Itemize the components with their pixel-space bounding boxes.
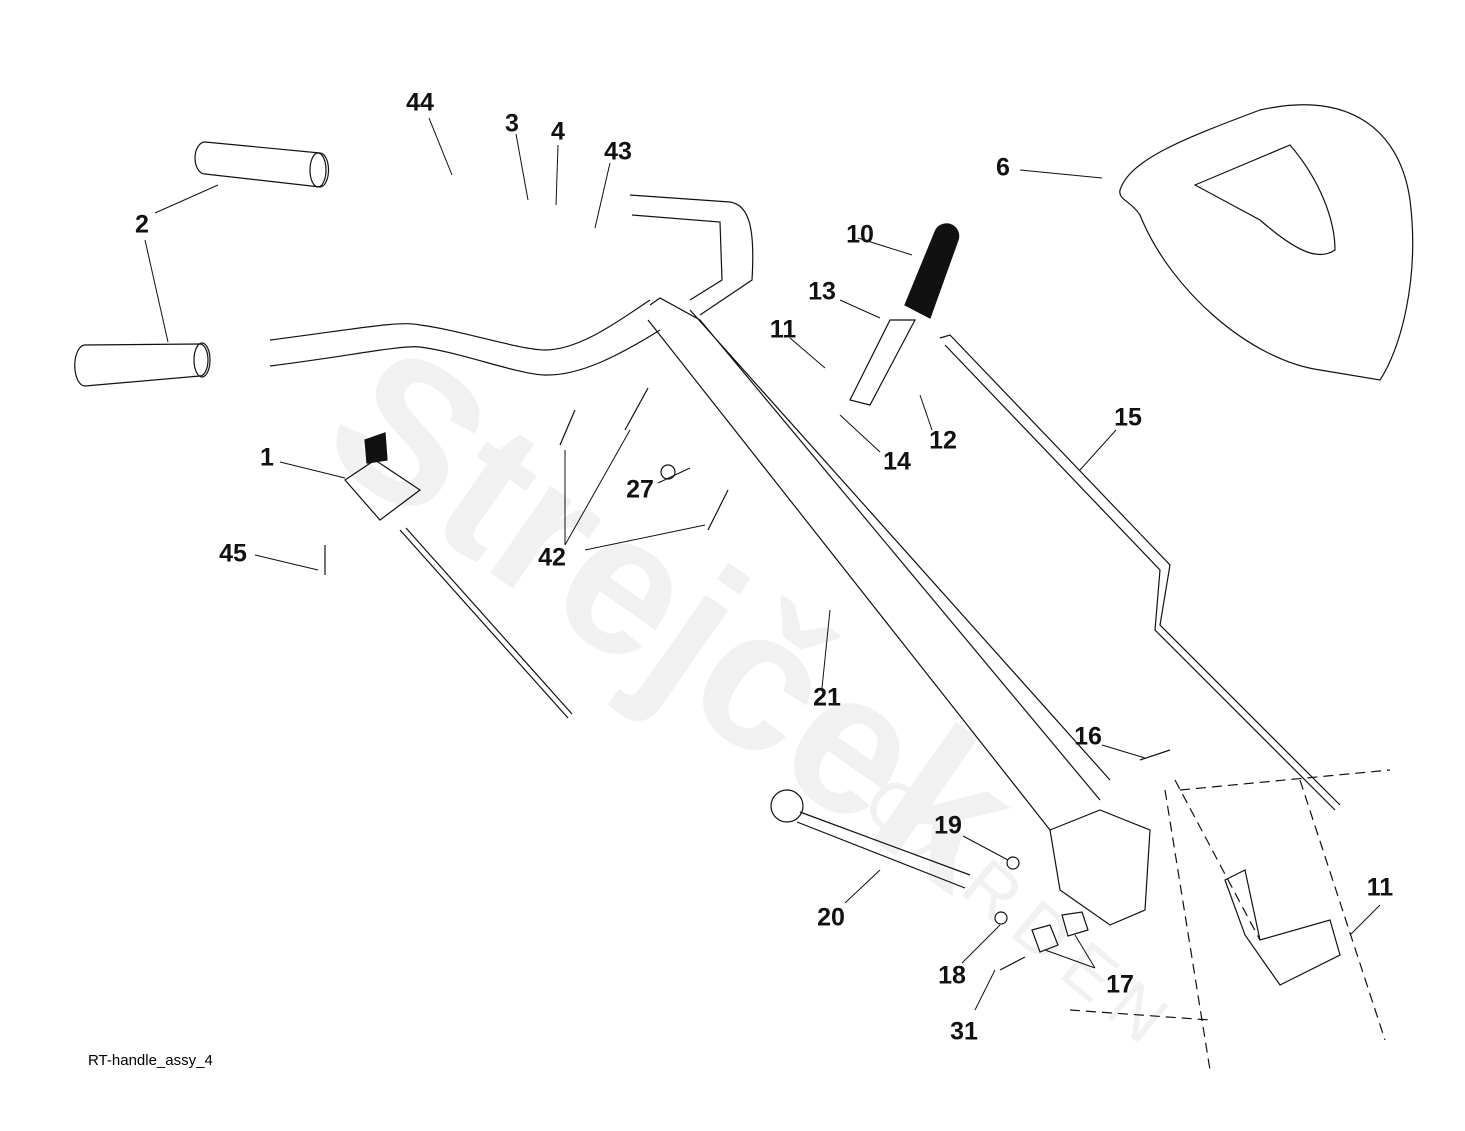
bracket <box>1224 869 1341 986</box>
callout-10: 10 <box>846 220 874 249</box>
lever-arm <box>849 319 916 406</box>
shift-lever <box>796 811 971 889</box>
key-17 <box>1031 911 1089 953</box>
callout-45: 45 <box>219 539 247 568</box>
callout-16: 16 <box>1074 722 1102 751</box>
callout-12: 12 <box>929 426 957 455</box>
bolt-31 <box>999 956 1026 971</box>
throttle-control <box>344 432 573 719</box>
callout-14: 14 <box>883 447 911 476</box>
diagram-caption: RT-handle_assy_4 <box>88 1052 213 1069</box>
leader-lines <box>144 117 1381 1011</box>
nut-27 <box>660 464 676 480</box>
callout-3: 3 <box>505 109 519 138</box>
callout-31: 31 <box>950 1017 978 1046</box>
nut-18 <box>994 911 1008 925</box>
callout-44: 44 <box>406 88 434 117</box>
callout-13: 13 <box>808 277 836 306</box>
callout-21: 21 <box>813 683 841 712</box>
washer-19 <box>1006 856 1020 870</box>
lever-knob <box>904 223 960 319</box>
pivot-plate <box>1049 809 1151 926</box>
frame-outline <box>1069 769 1391 1071</box>
shift-knob <box>770 789 804 823</box>
handlebar <box>269 299 661 376</box>
callout-20: 20 <box>817 903 845 932</box>
bolt-16 <box>1139 749 1171 761</box>
handlebar-right <box>629 194 754 316</box>
handle-tube <box>647 297 1111 831</box>
callout-15: 15 <box>1114 403 1142 432</box>
callout-6: 6 <box>996 153 1010 182</box>
callout-17: 17 <box>1106 970 1134 999</box>
callout-4: 4 <box>551 117 565 146</box>
callout-11-lower: 11 <box>1366 873 1394 902</box>
cover <box>1119 104 1414 381</box>
callout-11-upper: 11 <box>769 315 797 344</box>
callout-42: 42 <box>538 543 566 572</box>
callout-27: 27 <box>626 475 654 504</box>
hand-grip-upper <box>194 141 330 188</box>
callout-43: 43 <box>604 137 632 166</box>
callout-18: 18 <box>938 961 966 990</box>
hand-grip-lower <box>74 342 211 387</box>
shift-rod <box>939 334 1341 811</box>
bolt <box>559 387 729 531</box>
callout-2: 2 <box>135 210 149 239</box>
callout-1: 1 <box>260 443 274 472</box>
callout-19: 19 <box>934 811 962 840</box>
